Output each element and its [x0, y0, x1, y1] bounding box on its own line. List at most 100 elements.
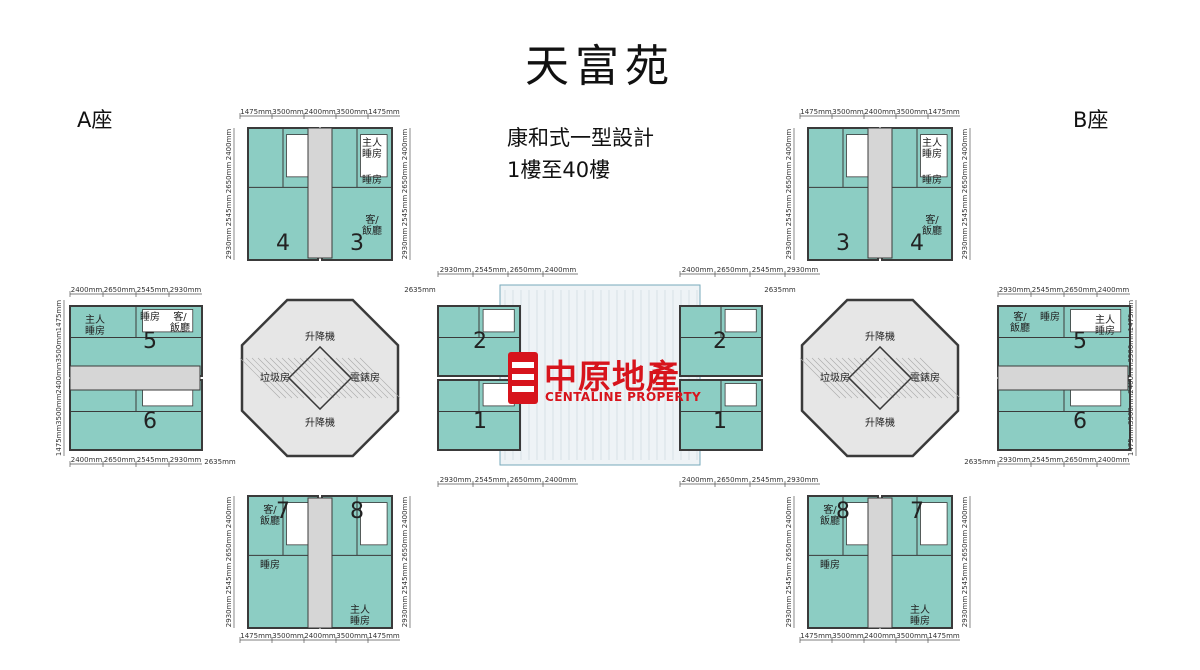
- block-b-stair-hatch: [913, 357, 955, 399]
- block-b-stair-hatch: [835, 357, 877, 399]
- block-b-dim-top-label: 1475mm: [928, 108, 960, 116]
- block-a-stair-hatch: [293, 357, 335, 399]
- block-b-living-label: 飯廳: [1010, 321, 1030, 334]
- block-a-dim-bottom-label: 3500mm: [336, 632, 368, 640]
- block-a-dim-bottom-right-label: 2650mm: [401, 530, 409, 562]
- block-b-dim-top-left-label: 2400mm: [785, 129, 793, 161]
- block-a-unit-number: 2: [473, 329, 487, 354]
- block-a-dim-bottom-label: 2400mm: [304, 632, 336, 640]
- block-a-master-bedroom-label: 主人: [362, 137, 382, 149]
- block-a-dim-top-right-label: 2650mm: [401, 162, 409, 194]
- block-b-stair-hatch: [823, 357, 865, 399]
- block-a-dim-outer-label: 3500mm: [55, 331, 63, 363]
- block-a-bedroom-label: 睡房: [140, 310, 160, 323]
- block-a-dim-bottom-left-label: 2930mm: [225, 596, 233, 628]
- block-b-dim-outer-top-label: 2545mm: [1032, 286, 1064, 294]
- block-a-label: A座: [77, 108, 113, 132]
- block-a-unit-number: 5: [143, 329, 157, 354]
- block-b-dim-corner: 2635mm: [764, 286, 796, 294]
- block-b-dim-bottom-right-label: 2650mm: [961, 530, 969, 562]
- block-a-stair-hatch: [275, 357, 317, 399]
- block-a-dim-top-left-label: 2400mm: [225, 129, 233, 161]
- block-b-stair-hatch: [919, 357, 961, 399]
- block-b-unit-number: 7: [910, 499, 924, 524]
- block-b-dim-bottom-right-label: 2930mm: [961, 596, 969, 628]
- block-a-dim-bottom-left-label: 2545mm: [225, 563, 233, 595]
- block-a-dim-bottom-label: 1475mm: [240, 632, 272, 640]
- block-a-dim-corner: 2635mm: [204, 458, 236, 466]
- block-a-living-label: 客/: [173, 310, 187, 323]
- block-a-dim-inner-bottom-label: 2650mm: [510, 476, 542, 484]
- block-a-dim-outer-label: 3500mm: [55, 393, 63, 425]
- block-b-unit-outer-top-room-box: [1070, 309, 1122, 333]
- block-a-dim-outer-bottom-label: 2400mm: [71, 456, 103, 464]
- block-a-dim-outer-top-label: 2400mm: [71, 286, 103, 294]
- block-a-dim-outer-bottom-label: 2545mm: [137, 456, 169, 464]
- block-b-dim-outer-label: 2400mm: [1127, 362, 1135, 394]
- block-a-stair-hatch: [299, 357, 341, 399]
- block-a-dim-inner-top-label: 2930mm: [440, 266, 472, 274]
- block-a-electric-label: 電錶房: [350, 371, 380, 384]
- watermark-en: CENTALINE PROPERTY: [545, 390, 702, 404]
- block-b-unit-inner-top-room-box: [724, 309, 757, 333]
- block-b-dim-bottom-label: 1475mm: [800, 632, 832, 640]
- block-a-refuse-label: 垃圾房: [260, 371, 290, 384]
- block-a-bedroom-label: 睡房: [362, 173, 382, 186]
- block-b-stair-hatch: [829, 357, 871, 399]
- block-a-unit-inner-top-room-box: [482, 309, 515, 333]
- block-a-dim-inner-bottom-label: 2930mm: [440, 476, 472, 484]
- block-a-dim-top-label: 3500mm: [272, 108, 304, 116]
- block-a-stair-hatch: [263, 357, 305, 399]
- block-a-dim-inner-top-label: 2650mm: [510, 266, 542, 274]
- block-a-unit-outer-top-room-box: [142, 309, 194, 333]
- block-a-dim-top-label: 3500mm: [336, 108, 368, 116]
- block-a-stair-hatch: [347, 357, 389, 399]
- block-a-dim-bottom-right-label: 2545mm: [401, 563, 409, 595]
- block-b-refuse-label: 垃圾房: [820, 371, 850, 384]
- block-a-dim-top-right-label: 2400mm: [401, 129, 409, 161]
- block-b-stair-hatch: [805, 357, 847, 399]
- block-a-stair-hatch: [257, 357, 299, 399]
- block-a-dim-bottom-right-label: 2400mm: [401, 497, 409, 529]
- block-a-dim-inner-bottom-label: 2545mm: [475, 476, 507, 484]
- block-b-dim-inner-top-label: 2650mm: [717, 266, 749, 274]
- block-b-bedroom-label: 睡房: [820, 558, 840, 571]
- block-a-dim-corner: 2635mm: [404, 286, 436, 294]
- block-b-dim-outer-bottom-label: 2650mm: [1065, 456, 1097, 464]
- block-b-dim-outer-top-label: 2400mm: [1098, 286, 1130, 294]
- block-b-dim-bottom-label: 2400mm: [864, 632, 896, 640]
- centaline-logo: 中原地產 CENTALINE PROPERTY: [508, 352, 704, 408]
- block-a-dim-outer-top-label: 2545mm: [137, 286, 169, 294]
- block-a-dim-top-label: 1475mm: [368, 108, 400, 116]
- block-b-dim-outer-label: 1475mm: [1127, 300, 1135, 332]
- block-a-living-label: 飯廳: [362, 224, 382, 237]
- block-b-living-label: 客/: [823, 503, 837, 516]
- block-b-electric-label: 電錶房: [910, 371, 940, 384]
- block-a-stair-hatch: [317, 357, 359, 399]
- block-b-corridor-top: [867, 127, 893, 259]
- block-b-unit-number: 6: [1073, 409, 1087, 434]
- block-a-unit-number: 7: [276, 499, 290, 524]
- block-a-stair-hatch: [335, 357, 377, 399]
- block-b-stair-hatch: [847, 357, 889, 399]
- block-a-stair-hatch: [239, 357, 281, 399]
- block-b-dim-outer-label: 3500mm: [1127, 393, 1135, 425]
- block-b-stair-hatch: [895, 357, 937, 399]
- block-b-bedroom-label: 睡房: [922, 173, 942, 186]
- block-a-living-label: 客/: [263, 503, 277, 516]
- block-a-living-label: 飯廳: [170, 321, 190, 334]
- block-b-dim-inner-bottom-label: 2545mm: [752, 476, 784, 484]
- block-b-unit-number: 8: [836, 499, 850, 524]
- block-b-stair-hatch: [883, 357, 925, 399]
- block-b-dim-top-left-label: 2930mm: [785, 228, 793, 260]
- block-a-dim-bottom-label: 3500mm: [272, 632, 304, 640]
- block-a-dim-outer-top-label: 2930mm: [170, 286, 202, 294]
- block-a-dim-top-left-label: 2545mm: [225, 195, 233, 227]
- block-b-unit-number: 5: [1073, 329, 1087, 354]
- block-a-unit-number: 8: [350, 499, 364, 524]
- block-b-stair-hatch: [817, 357, 859, 399]
- block-a-stair-hatch: [329, 357, 371, 399]
- block-b-stair-hatch: [907, 357, 949, 399]
- block-b-lift-core: [847, 345, 913, 411]
